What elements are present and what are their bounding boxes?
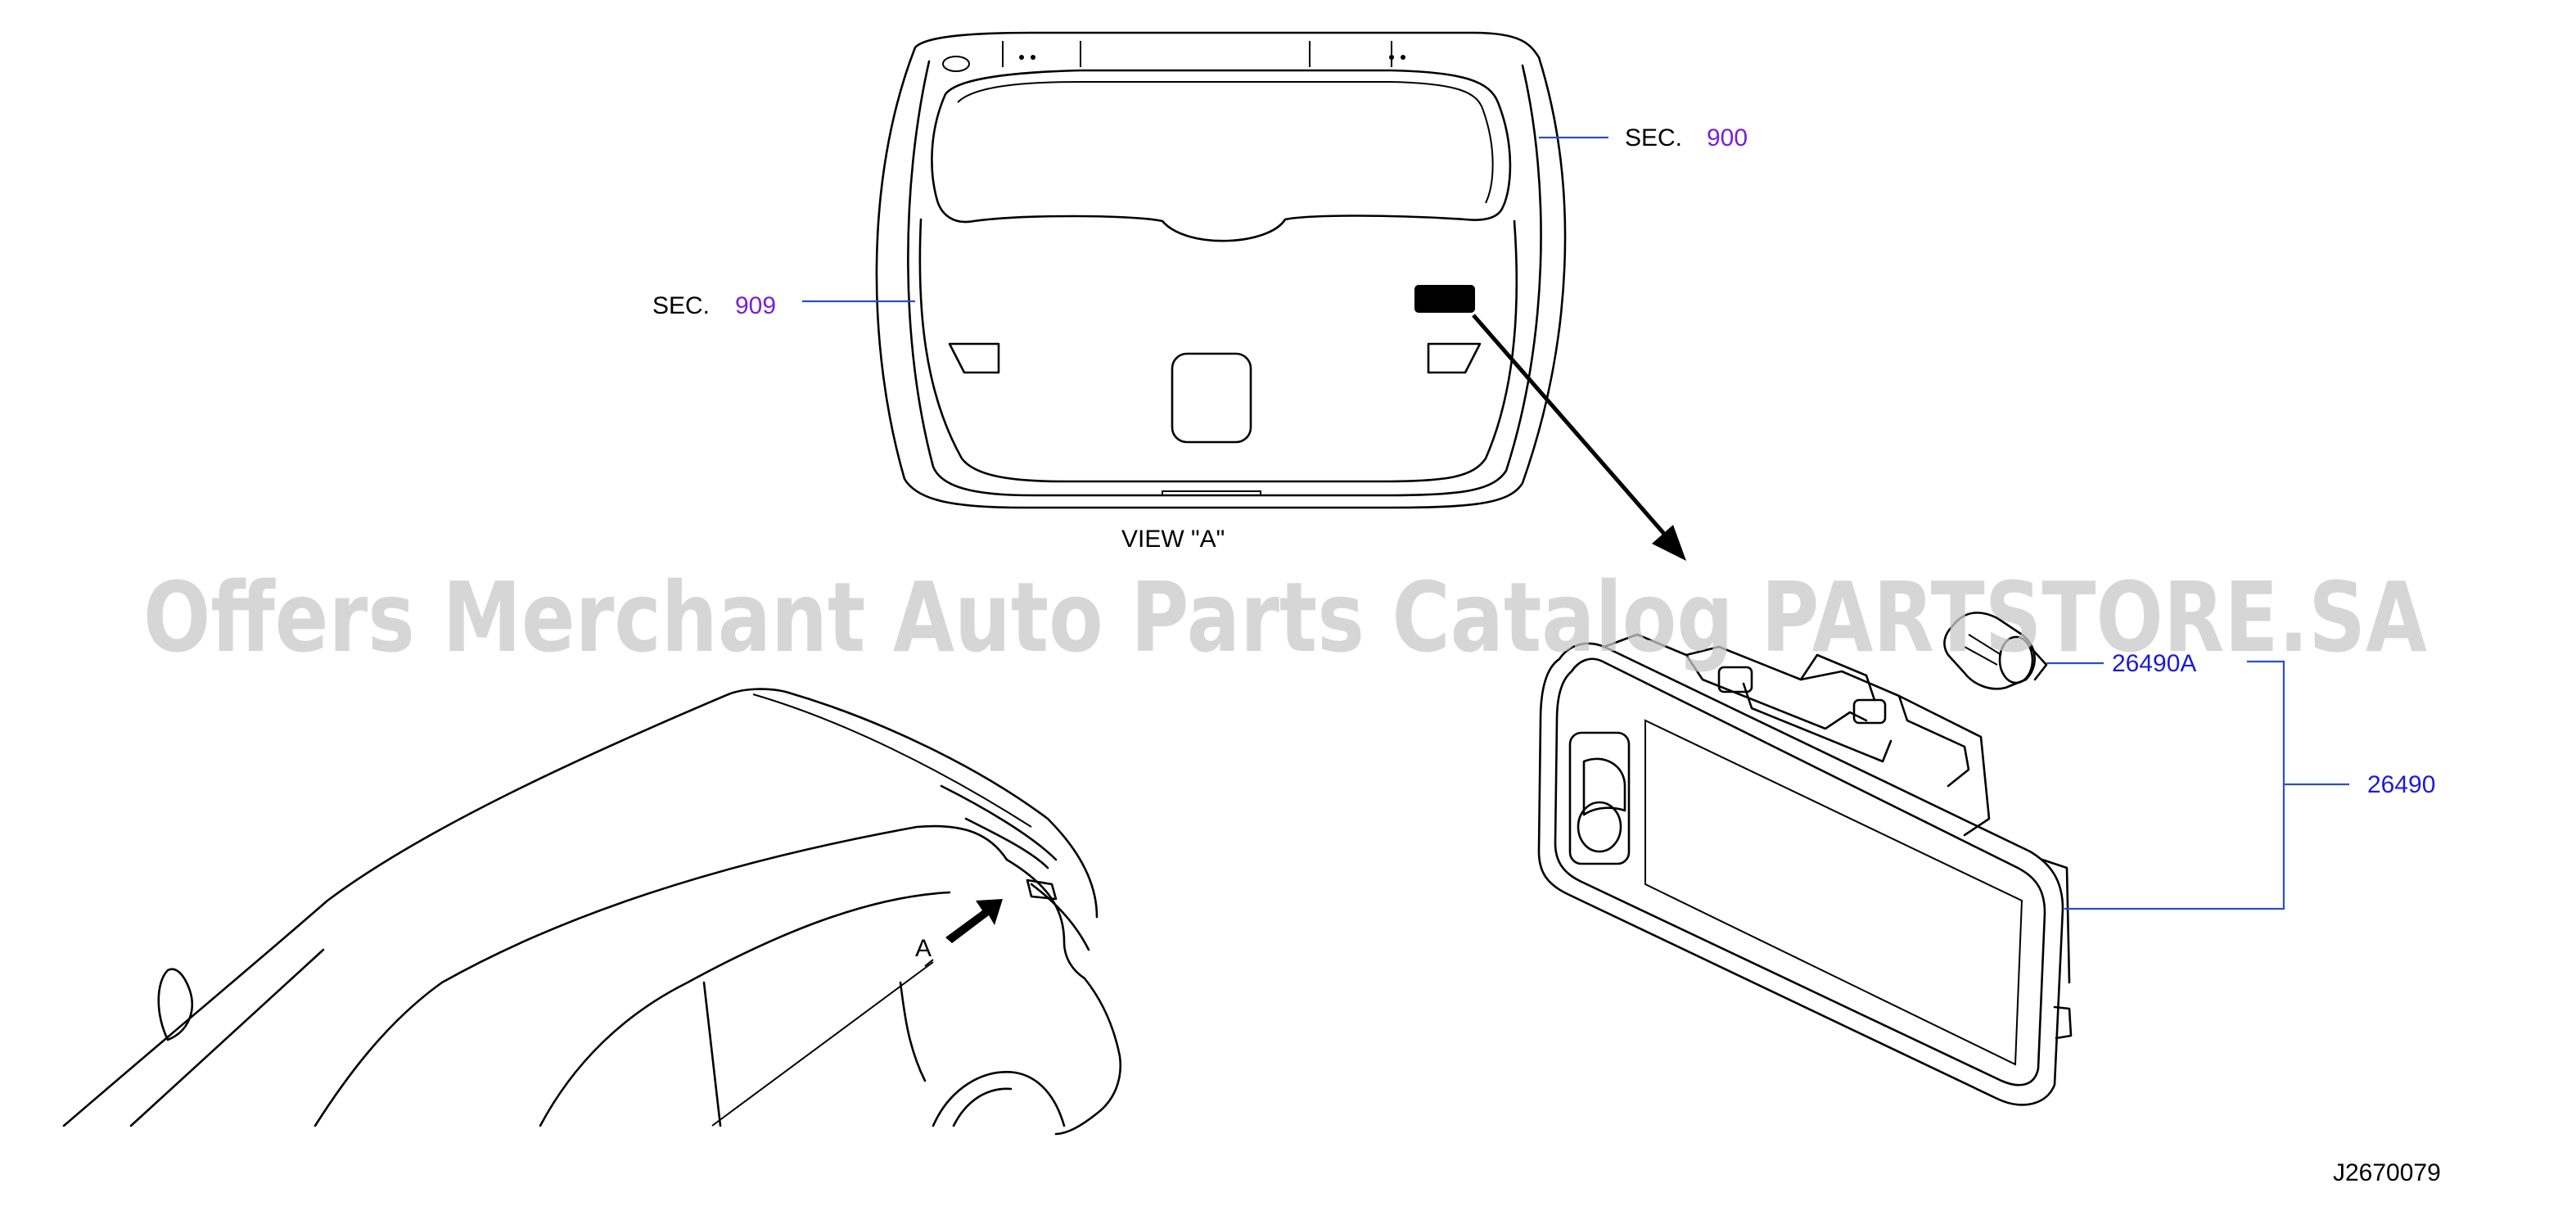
view-a-arrow (945, 899, 1003, 943)
view-a-label: VIEW "A" (1121, 526, 1225, 553)
watermark-text: Offers Merchant Auto Parts Catalog PARTS… (143, 561, 2427, 674)
diagram-code: J2670079 (2333, 1159, 2441, 1186)
vehicle-rear-drawing (62, 688, 1122, 1136)
sec-900-number[interactable]: 900 (1707, 124, 1748, 151)
part-leaders (2046, 660, 2349, 910)
part-number-26490a[interactable]: 26490A (2112, 650, 2196, 677)
back-door-drawing (875, 31, 1567, 509)
detail-arrow (1472, 314, 1686, 561)
part-number-26490[interactable]: 26490 (2367, 771, 2435, 798)
sec-909-prefix: SEC. (652, 292, 710, 319)
license-lamp-assembly (1537, 633, 2073, 1106)
sec-909-number[interactable]: 909 (735, 292, 776, 319)
sec-900-prefix: SEC. (1625, 124, 1682, 151)
view-a-letter: A (915, 935, 932, 962)
bulb-26490a (1943, 612, 2048, 690)
